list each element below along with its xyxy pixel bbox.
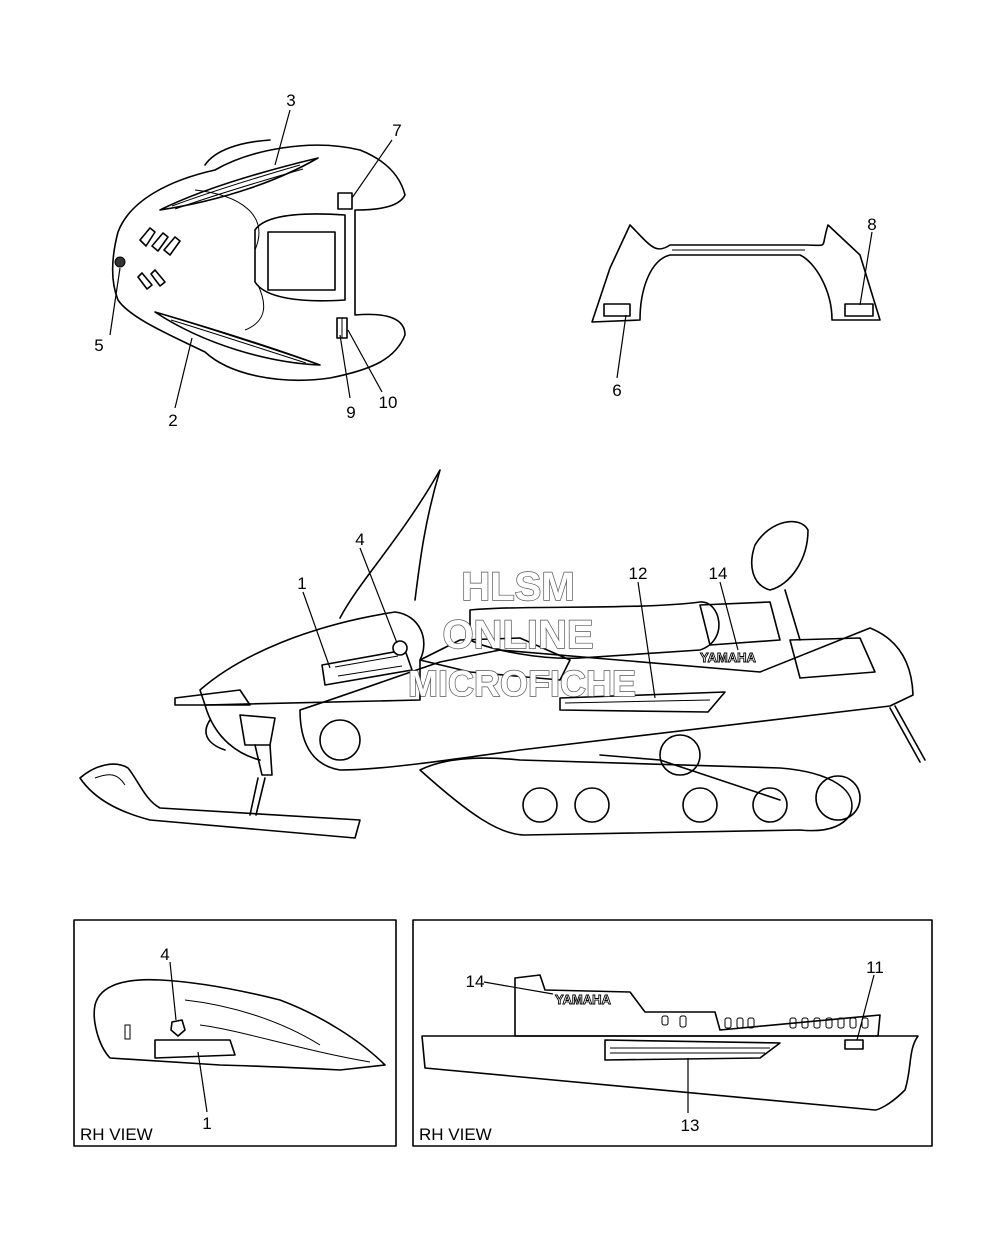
callout-14: 14 (709, 564, 728, 583)
inset-slots (661, 1015, 869, 1029)
decal-7 (337, 192, 353, 210)
inset-rh-view-hood: RH VIEW (73, 919, 397, 1147)
inset-rh-view-rear: YAMAHA RH VIEW (412, 919, 933, 1147)
view-label-right: RH VIEW (419, 1125, 492, 1144)
view-label-left: RH VIEW (80, 1125, 153, 1144)
callout-6: 6 (612, 381, 621, 400)
inset-callout-14: 14 (466, 972, 485, 991)
emblem-4 (392, 640, 408, 656)
inset-callout-11: 11 (866, 958, 884, 977)
inset-brand-logo-14: YAMAHA (555, 992, 611, 1007)
callout-8: 8 (867, 215, 876, 234)
watermark-line-1: HLSM (461, 565, 574, 609)
inset-emblem-4 (170, 1019, 186, 1037)
callout-10: 10 (379, 393, 398, 412)
inset-callout-13: 13 (681, 1116, 700, 1135)
callout-9: 9 (346, 403, 355, 422)
callout-labels: 3 7 5 2 9 10 8 6 4 1 12 14 4 1 14 11 13 (94, 91, 884, 1135)
decal-12 (559, 691, 726, 713)
rear-panel-view (591, 224, 881, 379)
brand-logo-14: YAMAHA (700, 650, 756, 665)
hood-top-view (109, 109, 406, 409)
callout-2: 2 (168, 411, 177, 430)
callout-4: 4 (355, 530, 364, 549)
decal-6 (603, 303, 631, 317)
decal-8 (844, 303, 874, 317)
callout-1: 1 (297, 574, 306, 593)
inset-callout-4: 4 (160, 945, 169, 964)
snowmobile-side-view: YAMAHA (79, 469, 926, 839)
inset-decal-13 (604, 1039, 781, 1061)
inset-decal-11 (844, 1039, 864, 1050)
watermark-line-2: ONLINE (442, 613, 593, 657)
callout-5: 5 (94, 336, 103, 355)
callout-7: 7 (392, 121, 401, 140)
callout-12: 12 (629, 564, 648, 583)
callout-3: 3 (286, 91, 295, 110)
watermark-line-3: MICROFICHE (408, 663, 636, 704)
watermark: HLSM ONLINE MICROFICHE (407, 564, 636, 704)
inset-decal-1 (154, 1039, 236, 1059)
inset-frame-left (73, 919, 397, 1147)
emblem-5 (114, 256, 126, 268)
decal-1 (321, 649, 413, 686)
inset-callout-1: 1 (202, 1114, 211, 1133)
inset-frame-right (412, 919, 933, 1147)
